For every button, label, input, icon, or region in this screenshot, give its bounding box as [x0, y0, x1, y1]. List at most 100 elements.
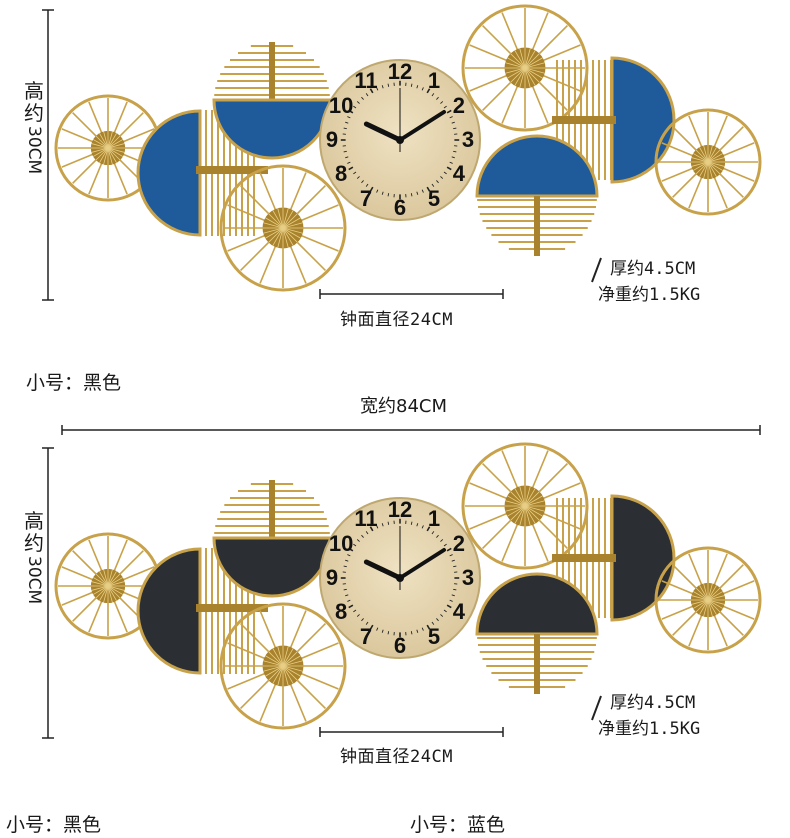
clock-numeral: 7 — [360, 186, 372, 211]
hub-ray — [524, 67, 545, 74]
variant-caption-right: 小号：蓝色 — [410, 814, 506, 836]
line-disc — [214, 42, 330, 100]
hub-ray — [695, 149, 709, 163]
hub-ray — [695, 587, 709, 601]
clock-numeral: 7 — [360, 624, 372, 649]
hour-hand — [363, 559, 403, 581]
width-label: 宽约84CM — [360, 396, 448, 417]
minute-tick — [451, 594, 455, 597]
hub-ray — [519, 67, 526, 88]
hub-ray — [107, 585, 121, 599]
hub-ray — [514, 50, 526, 69]
clock-numeral: 2 — [453, 93, 465, 118]
hub-ray — [692, 591, 709, 601]
minute-tick — [356, 614, 360, 617]
hub-ray — [524, 67, 540, 83]
wheel-rim — [654, 108, 762, 216]
hub-ray — [95, 135, 109, 149]
clock-numeral: 8 — [335, 161, 347, 186]
hub-ray — [695, 161, 709, 175]
hub-ray — [272, 648, 284, 667]
hub-ray — [92, 147, 109, 157]
hub-ray — [263, 222, 284, 229]
clock-numeral: 9 — [326, 565, 338, 590]
hub-ray — [91, 585, 109, 591]
hub-ray — [524, 67, 531, 88]
hub-ray — [282, 665, 303, 672]
minute-tick — [369, 186, 374, 192]
minute-tick — [365, 531, 369, 535]
gold-bar — [196, 604, 268, 612]
minute-hand — [398, 548, 446, 580]
hub-ray — [272, 210, 284, 229]
thickness-text: 厚约4.5CM — [610, 259, 696, 279]
minute-tick — [381, 191, 384, 195]
gold-bar — [196, 166, 268, 174]
spec-block: 厚约4.5CM 净重约1.5KG — [598, 690, 700, 742]
hub-ray — [524, 53, 540, 69]
minute-tick — [426, 624, 431, 630]
hub-ray — [691, 595, 709, 601]
hub-ray — [691, 599, 709, 605]
hub-ray — [524, 505, 531, 526]
minute-tick — [348, 109, 354, 114]
minute-tick — [347, 116, 351, 119]
hub-ray — [707, 584, 717, 601]
minute-tick — [387, 193, 390, 197]
spoke-wheel — [461, 4, 589, 132]
hub-ray — [514, 67, 526, 86]
hub-ray — [524, 495, 543, 507]
minute-tick — [347, 599, 351, 602]
colored-half-panel — [136, 547, 202, 675]
minute-tick — [343, 588, 347, 591]
minute-tick — [348, 166, 354, 171]
minute-tick — [356, 101, 360, 104]
minute-tick — [365, 621, 369, 625]
hub-ray — [703, 599, 709, 617]
minute-tick — [376, 525, 379, 529]
hub-ray — [282, 660, 303, 667]
hub-ray — [103, 131, 109, 149]
hub-ray — [107, 147, 121, 161]
hub-ray — [692, 161, 709, 171]
hub-ray — [265, 665, 284, 677]
height-value: 30CM — [24, 126, 44, 175]
hub-ray — [282, 665, 294, 684]
hub-ray — [507, 495, 526, 507]
clock-numeral: 10 — [329, 531, 353, 556]
hub-ray — [107, 135, 121, 149]
hub-ray — [507, 57, 526, 69]
hub-ray — [92, 585, 109, 595]
hub-ray — [505, 62, 526, 69]
hub-ray — [99, 585, 109, 602]
minute-tick — [453, 565, 457, 568]
disc-bar — [269, 480, 275, 538]
hub-ray — [692, 599, 709, 609]
hub-ray — [107, 139, 124, 149]
hub-ray — [507, 67, 526, 79]
weight-text: 净重约1.5KG — [598, 285, 701, 305]
hub-ray — [524, 505, 543, 517]
hub-ray — [519, 505, 526, 526]
minute-tick — [343, 565, 347, 568]
wheel-rim — [219, 164, 347, 292]
minute-tick — [345, 121, 349, 124]
thickness-text: 厚约4.5CM — [610, 693, 696, 713]
hub-ray — [268, 213, 284, 229]
minute-tick — [431, 531, 435, 535]
hub-ray — [107, 585, 125, 591]
thickness-marker — [591, 695, 602, 721]
hub-ray — [510, 67, 526, 83]
hub-ray — [703, 145, 709, 163]
hub-ray — [707, 599, 725, 605]
hub-ray — [524, 500, 545, 507]
hub-ray — [707, 591, 724, 601]
minute-tick — [451, 156, 455, 159]
hub-ray — [107, 585, 124, 595]
spoke-wheel — [219, 164, 347, 292]
hub-ray — [524, 505, 540, 521]
hub-ray — [107, 147, 124, 157]
minute-tick — [345, 559, 349, 562]
